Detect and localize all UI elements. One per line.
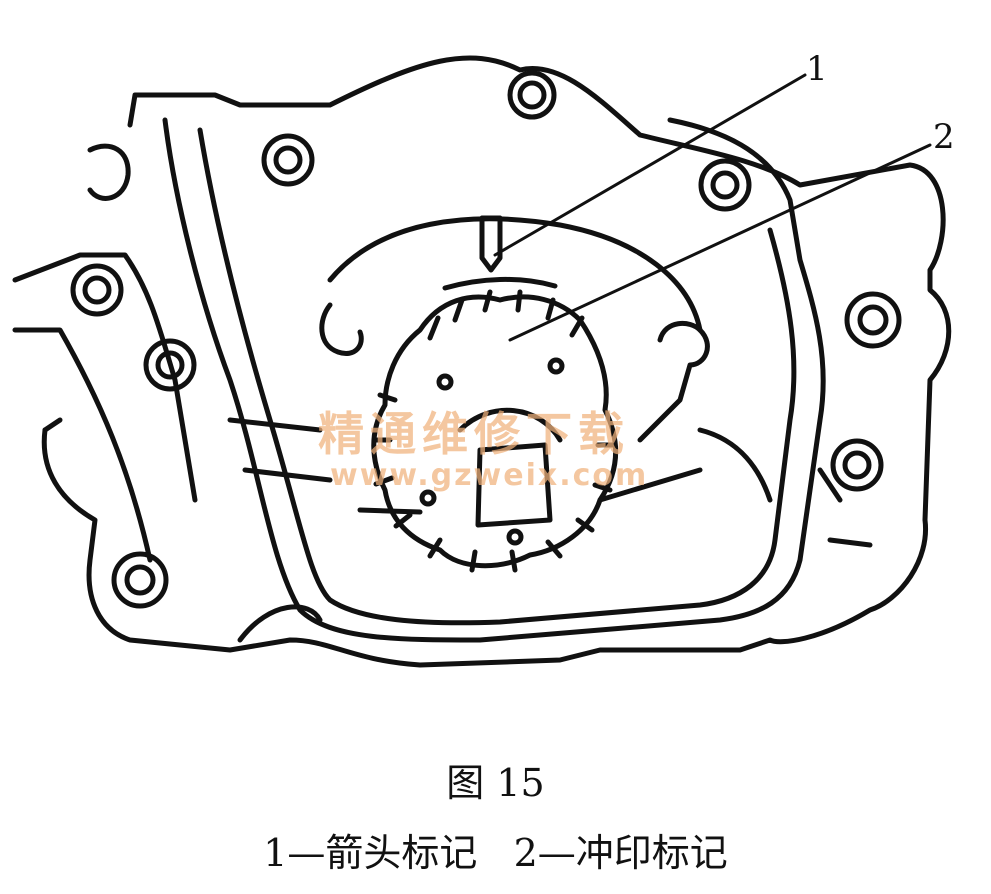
callout-label-2: 2 — [933, 117, 955, 157]
rotor-housing — [327, 216, 703, 333]
figure-caption: 1—箭头标记 2—冲印标记 — [263, 831, 728, 875]
arrow-mark — [479, 215, 503, 273]
watermark-url: www.gzweix.com — [330, 458, 649, 493]
callout-label-1: 1 — [806, 49, 828, 89]
left-arm — [12, 252, 198, 503]
housing-outline — [41, 55, 952, 668]
watermark-text: 精通维修下载 — [318, 407, 630, 461]
leader-line-1 — [493, 73, 807, 257]
cover-outline — [162, 117, 826, 643]
figure-title: 图 15 — [446, 761, 545, 805]
oil-pump-diagram — [12, 55, 952, 668]
leader-line-2 — [508, 143, 932, 342]
crank-sprocket — [371, 289, 619, 573]
bolt-group — [70, 70, 902, 609]
